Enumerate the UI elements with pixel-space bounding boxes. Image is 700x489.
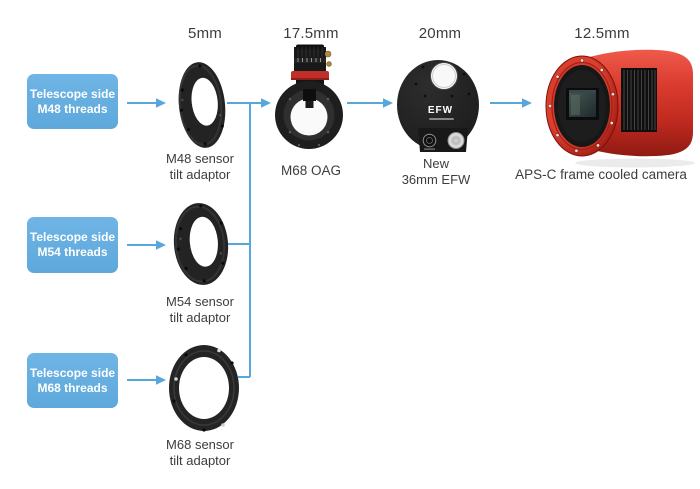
camera-graphic	[545, 49, 695, 168]
m54-adaptor-caption: M54 sensor tilt adaptor	[166, 294, 234, 326]
telescope-side-m48-line2: M48 threads	[37, 101, 108, 116]
camera-ring-screws	[548, 58, 615, 153]
oag-gold-thumbscrew-2	[326, 61, 332, 67]
m68-adaptor-caption-line1: M68 sensor	[166, 437, 234, 452]
arrow-head-camera	[522, 98, 532, 108]
oag-main-ring	[275, 81, 343, 149]
oag-focuser-scale	[297, 58, 321, 62]
m54-tilt-adaptor-graphic	[173, 203, 229, 285]
efw-caption: New 36mm EFW	[402, 156, 471, 188]
telescope-side-m54-box: Telescope side M54 threads	[27, 217, 118, 273]
m48-tilt-adaptor-graphic	[178, 62, 226, 148]
oag-caption: M68 OAG	[280, 163, 342, 178]
efw-caption-line2: 36mm EFW	[401, 172, 471, 187]
m68-tilt-adaptor-graphic	[169, 345, 239, 432]
m54-adaptor-caption-line2: tilt adaptor	[169, 310, 231, 325]
m48-screw-holes	[179, 64, 224, 146]
telescope-side-m68-box: Telescope side M68 threads	[27, 353, 118, 408]
telescope-side-m68-line1: Telescope side	[29, 365, 116, 380]
telescope-side-m68-line2: M68 threads	[37, 380, 108, 395]
camera-sensor-window	[566, 88, 599, 120]
m48-adaptor-caption-line2: tilt adaptor	[169, 167, 231, 182]
efw-subtitle-line	[429, 118, 454, 120]
m54-adaptor-caption-line1: M54 sensor	[166, 294, 234, 309]
efw-graphic	[397, 60, 479, 152]
m68-oag-graphic	[275, 44, 343, 149]
arrow-head-2	[156, 240, 166, 250]
camera-heatsink	[621, 68, 657, 132]
camera-shadow	[575, 158, 695, 168]
m68-screw-holes	[172, 348, 234, 432]
m68-adaptor-caption-line2: tilt adaptor	[169, 453, 231, 468]
efw-filter-hole	[430, 62, 458, 90]
camera-body	[545, 49, 693, 157]
arrow-head-3	[156, 375, 166, 385]
arrow-heads	[156, 98, 532, 385]
dimension-label-oag: 17.5mm	[283, 25, 339, 42]
oag-gold-thumbscrew-1	[324, 50, 332, 58]
telescope-side-m48-box: Telescope side M48 threads	[27, 74, 118, 129]
oag-inner-screws	[288, 97, 330, 134]
efw-screws	[414, 65, 471, 98]
efw-wheel-body	[397, 60, 479, 152]
dimension-label-adaptor: 5mm	[188, 25, 222, 42]
m68-ring	[169, 345, 239, 432]
m48-adaptor-caption-line1: M48 sensor	[166, 151, 234, 166]
arrow-head-oag	[261, 98, 271, 108]
dimension-label-camera: 12.5mm	[574, 25, 630, 42]
arrow-head-1	[156, 98, 166, 108]
arrow-head-efw	[383, 98, 393, 108]
camera-caption: APS-C frame cooled camera	[515, 167, 687, 182]
oag-prism-stem	[303, 89, 316, 101]
m54-ring	[173, 203, 229, 285]
telescope-side-m54-line2: M54 threads	[37, 245, 108, 259]
telescope-side-m48-line1: Telescope side	[29, 86, 116, 101]
efw-badge-text: EFW	[427, 105, 454, 116]
m54-screw-holes	[176, 204, 225, 283]
efw-logo-badge	[422, 133, 437, 148]
m48-ring	[178, 62, 226, 148]
efw-caption-line1: New	[422, 156, 449, 171]
m48-adaptor-caption: M48 sensor tilt adaptor	[166, 151, 234, 183]
telescope-side-m54-line1: Telescope side	[29, 230, 116, 244]
oag-red-ring	[291, 71, 329, 80]
m68-adaptor-caption: M68 sensor tilt adaptor	[166, 437, 234, 469]
connector-lines	[127, 102, 523, 381]
dimension-label-efw: 20mm	[418, 25, 462, 42]
